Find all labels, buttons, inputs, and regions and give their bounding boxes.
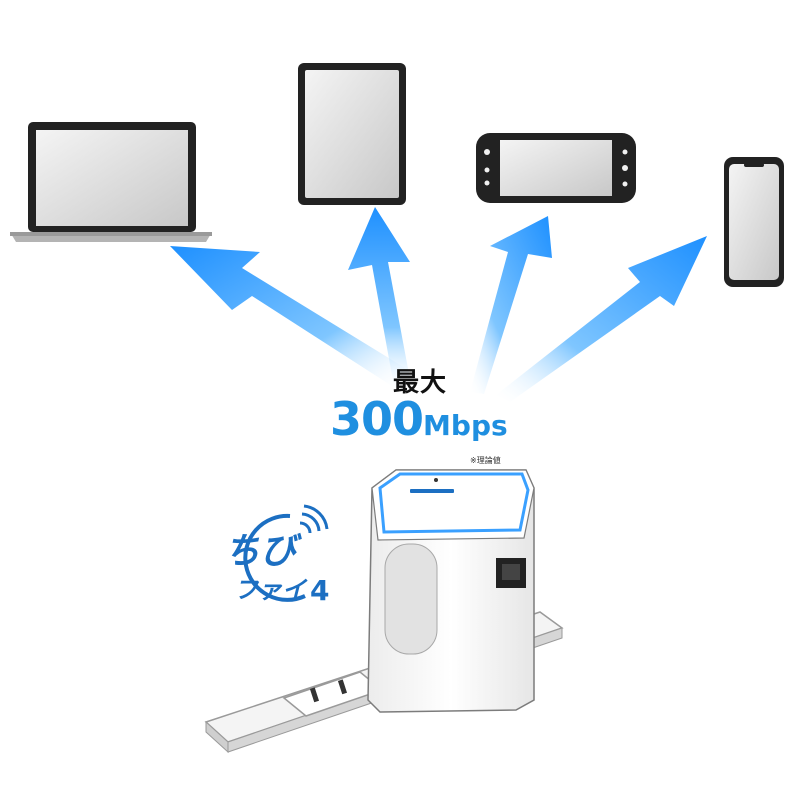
- logo-line1: ちび: [224, 531, 297, 572]
- logo-circle: [243, 513, 306, 602]
- speed-number: 300: [330, 392, 424, 446]
- speed-unit: Mbps: [423, 409, 508, 442]
- chibi-fi-logo: ちび ファイ 4: [214, 512, 350, 624]
- arrow-to-tablet-icon: [348, 207, 412, 392]
- logo-number: 4: [310, 574, 330, 607]
- game-console-icon: [476, 133, 636, 203]
- arrow-to-phone-icon: [496, 236, 707, 402]
- wifi-router-icon: [367, 469, 535, 713]
- speed-label: 300Mbps: [330, 392, 540, 446]
- logo-line2: ファイ: [234, 576, 306, 604]
- wifi-signal-icon: [299, 504, 329, 534]
- laptop-icon: [10, 122, 212, 242]
- max-label: 最大: [392, 368, 447, 398]
- smartphone-icon: [724, 157, 784, 287]
- arrow-to-console-icon: [470, 216, 552, 394]
- tablet-icon: [298, 63, 406, 205]
- theoretical-note: ※理論値: [470, 456, 501, 465]
- arrow-to-laptop-icon: [170, 246, 405, 388]
